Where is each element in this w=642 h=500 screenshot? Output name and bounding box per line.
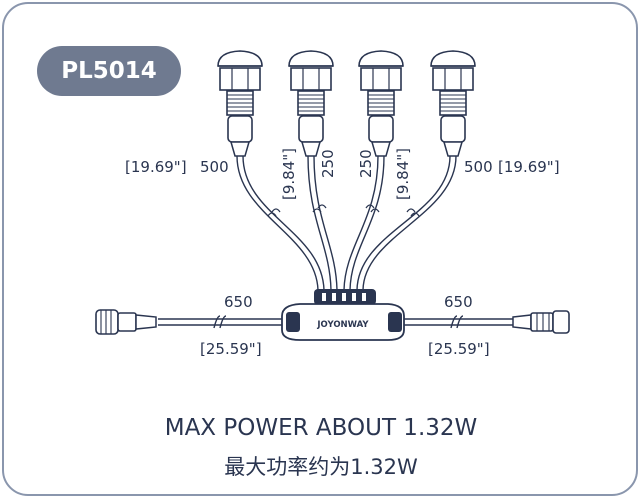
dim-trunk-left-mm: 650 xyxy=(224,293,253,311)
hub-brand-label: JOYONWAY xyxy=(316,320,369,330)
junction-hub: JOYONWAY xyxy=(281,289,405,341)
dim-inner-right-mm: 250 xyxy=(357,149,375,178)
plug-left-icon xyxy=(95,309,157,335)
lamp-1-icon xyxy=(217,50,263,157)
dim-inner-right-in: [9.84"] xyxy=(394,148,412,200)
dim-outer-right-in: [19.69"] xyxy=(498,158,560,176)
dim-inner-left-in: [9.84"] xyxy=(280,148,298,200)
dim-trunk-left-in: [25.59"] xyxy=(200,340,262,358)
power-note-chinese: 最大功率约为1.32W xyxy=(224,455,418,479)
dim-inner-left-mm: 250 xyxy=(319,149,337,178)
lamp-3-icon xyxy=(358,50,404,157)
plug-right-icon xyxy=(512,310,570,334)
lamp-2-icon xyxy=(288,50,334,157)
lamp-4-icon xyxy=(430,50,476,157)
dim-trunk-right-in: [25.59"] xyxy=(428,340,490,358)
branch-cables xyxy=(236,155,457,291)
power-note-english: MAX POWER ABOUT 1.32W xyxy=(164,415,478,441)
dim-outer-left-in: [19.69"] xyxy=(125,158,187,176)
trunk-cable xyxy=(158,315,513,329)
dim-outer-right-mm: 500 xyxy=(464,158,493,176)
dim-outer-left-mm: 500 xyxy=(200,158,229,176)
dim-trunk-right-mm: 650 xyxy=(444,293,473,311)
model-badge: PL5014 xyxy=(37,46,181,96)
